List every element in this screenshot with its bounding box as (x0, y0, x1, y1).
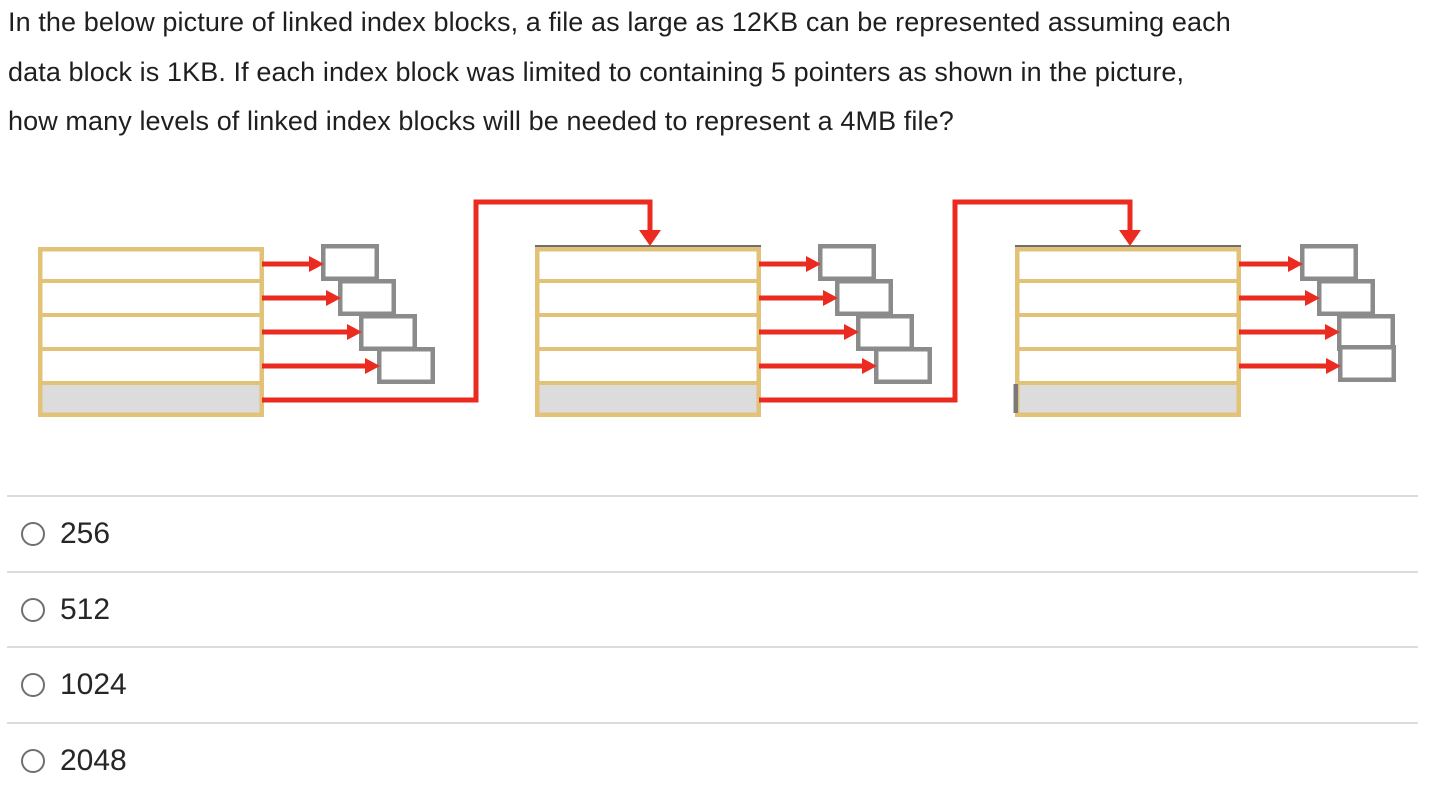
data-block (1337, 314, 1395, 351)
artifact-tick (1013, 384, 1018, 413)
data-block (874, 347, 932, 384)
data-block (1300, 244, 1358, 281)
data-block (856, 314, 914, 351)
question-line: data block is 1KB. If each index block w… (8, 56, 1185, 87)
answer-option[interactable]: 1024 (7, 646, 1418, 722)
option-label: 1024 (60, 668, 127, 702)
question-text: In the below picture of linked index blo… (8, 0, 1432, 147)
data-block (818, 244, 876, 281)
data-block (359, 314, 417, 351)
data-block (338, 279, 396, 316)
index-block-1 (38, 247, 264, 417)
link-pointer-arrow-2 (759, 199, 1141, 403)
pointer-arrows-2 (759, 256, 877, 374)
data-block (835, 279, 893, 316)
data-block (377, 347, 435, 384)
answer-option[interactable]: 512 (7, 570, 1418, 647)
link-row (42, 385, 260, 413)
radio-button[interactable] (21, 748, 45, 773)
data-block (321, 244, 379, 281)
pointer-arrows-3 (1239, 256, 1341, 374)
option-label: 512 (60, 592, 111, 626)
data-blocks-1 (321, 244, 435, 384)
index-block-3 (1013, 245, 1241, 417)
radio-button[interactable] (21, 597, 45, 622)
answer-option[interactable]: 2048 (7, 722, 1418, 798)
index-block-2 (535, 245, 761, 417)
option-label: 2048 (60, 743, 127, 777)
data-block (1317, 279, 1375, 316)
link-row (1019, 385, 1237, 413)
answer-option[interactable]: 256 (7, 495, 1418, 571)
data-block (1338, 345, 1396, 382)
question-line: how many levels of linked index blocks w… (8, 106, 954, 136)
data-blocks-2 (818, 244, 932, 384)
link-row (539, 385, 757, 413)
linked-index-blocks-diagram (38, 199, 1396, 417)
data-blocks-3 (1300, 244, 1396, 382)
link-pointer-arrow-1 (262, 199, 661, 403)
answer-options: 256 512 1024 2048 (7, 495, 1418, 798)
option-label: 256 (60, 516, 111, 550)
radio-button[interactable] (21, 521, 45, 546)
question-line: In the below picture of linked index blo… (8, 7, 1231, 37)
pointer-arrows-1 (262, 256, 380, 374)
radio-button[interactable] (21, 673, 45, 698)
